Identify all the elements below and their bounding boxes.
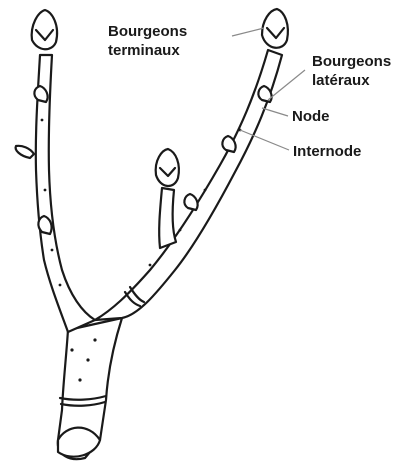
base-cut <box>58 428 100 457</box>
right-branch <box>95 50 282 320</box>
leader-terminal <box>232 28 264 36</box>
label-node-text: Node <box>292 107 330 126</box>
label-lateral-buds-line-2: latéraux <box>312 71 391 90</box>
label-terminal-buds-line-2: terminaux <box>108 41 187 60</box>
label-lateral-buds: Bourgeons latéraux <box>312 52 391 90</box>
label-internode-text: Internode <box>293 142 361 161</box>
label-terminal-buds-line-1: Bourgeons <box>108 22 187 41</box>
leader-node <box>262 108 288 116</box>
label-lateral-buds-line-1: Bourgeons <box>312 52 391 71</box>
label-terminal-buds: Bourgeons terminaux <box>108 22 187 60</box>
lateral-bud-right-3 <box>184 194 197 210</box>
lateral-bud-left-2 <box>16 146 34 158</box>
center-branch <box>159 188 176 248</box>
label-node: Node <box>292 107 330 126</box>
label-internode: Internode <box>293 142 361 161</box>
lateral-bud-left-3 <box>38 216 51 234</box>
